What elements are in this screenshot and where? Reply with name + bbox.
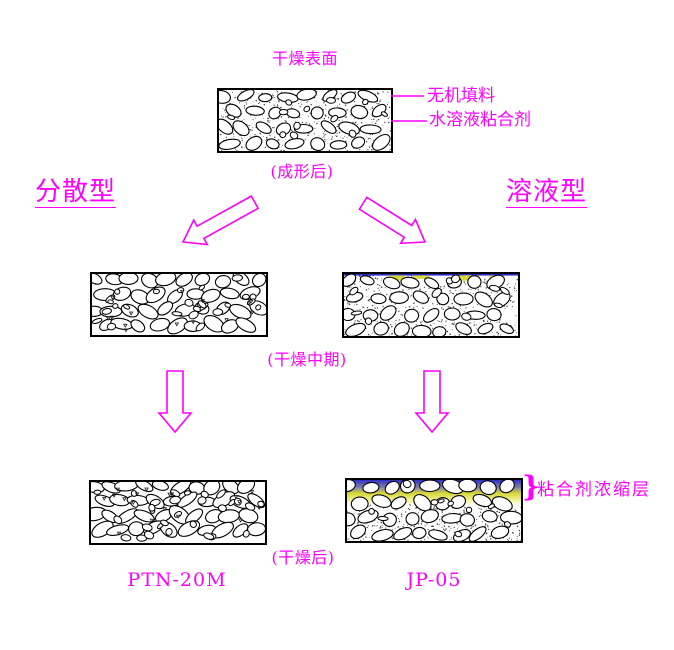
arrow-down-solution-icon [414, 370, 450, 434]
arrow-down-right-icon [358, 196, 427, 245]
mid-dry-dispersion-texture [90, 272, 268, 337]
callout-aqueous-binder: 水溶液粘合剂 [429, 110, 531, 130]
concentration-layer-label: 粘合剂浓缩层 [537, 480, 651, 500]
dried-dispersion-texture [89, 480, 267, 545]
arrow-down-left-icon [181, 195, 260, 246]
stage-label-formed: (成形后) [270, 162, 334, 181]
product-label-solution: JP-05 [406, 569, 462, 591]
mid-dry-solution-texture [342, 272, 520, 338]
callout-inorganic-filler: 无机填料 [427, 86, 495, 106]
arrow-down-dispersion-icon [157, 370, 193, 434]
type-title-dispersion: 分散型 [35, 177, 117, 208]
stage-label-after-dry: (干燥后) [271, 548, 335, 567]
concentration-brace: } [522, 470, 541, 503]
surface-label: 干燥表面 [271, 49, 339, 68]
formed-sheet-texture [217, 88, 393, 153]
type-title-solution: 溶液型 [506, 177, 588, 208]
dried-solution-texture [345, 478, 523, 543]
product-label-dispersion: PTN-20M [127, 569, 227, 591]
stage-label-mid-dry: (干燥中期) [267, 350, 347, 369]
